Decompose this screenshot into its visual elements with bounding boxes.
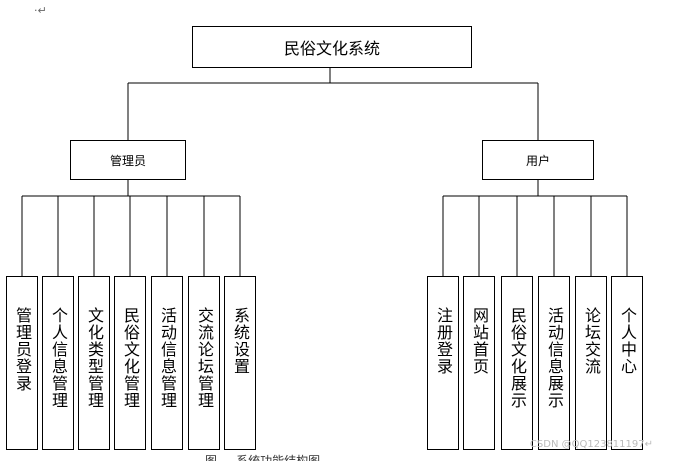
user-child-label: 论坛交流 xyxy=(582,307,601,375)
user-label: 用户 xyxy=(525,153,550,168)
user-child-node: 活动信息展示 xyxy=(538,276,570,450)
user-child-label: 网站首页 xyxy=(470,307,489,375)
admin-child-label: 系统设置 xyxy=(231,307,250,375)
admin-child-label: 文化类型管理 xyxy=(85,307,104,409)
watermark-text: CSDN @QQ123811197↵ xyxy=(529,439,653,450)
admin-child-node: 交流论坛管理 xyxy=(188,276,220,450)
admin-child-node: 管理员登录 xyxy=(6,276,38,450)
user-child-node: 个人中心 xyxy=(611,276,643,450)
admin-child-label: 活动信息管理 xyxy=(158,307,177,409)
admin-child-label: 交流论坛管理 xyxy=(195,307,214,409)
admin-child-label: 民俗文化管理 xyxy=(121,307,140,409)
admin-child-label: 管理员登录 xyxy=(13,307,32,392)
admin-node: 管理员 xyxy=(70,140,186,180)
user-child-label: 注册登录 xyxy=(434,307,453,375)
admin-label: 管理员 xyxy=(109,153,146,168)
user-child-node: 论坛交流 xyxy=(575,276,607,450)
admin-child-label: 个人信息管理 xyxy=(49,307,68,409)
root-node: 民俗文化系统 xyxy=(192,26,472,68)
admin-child-node: 民俗文化管理 xyxy=(114,276,146,450)
root-label: 民俗文化系统 xyxy=(283,39,380,58)
admin-child-node: 文化类型管理 xyxy=(78,276,110,450)
admin-child-node: 系统设置 xyxy=(224,276,256,450)
admin-child-node: 个人信息管理 xyxy=(42,276,74,450)
figure-caption: 图 ... 系统功能结构图 xyxy=(205,454,321,461)
user-child-node: 网站首页 xyxy=(463,276,495,450)
user-child-label: 民俗文化展示 xyxy=(508,307,527,409)
user-child-node: 民俗文化展示 xyxy=(501,276,533,450)
user-node: 用户 xyxy=(482,140,594,180)
paragraph-mark: ·↵ xyxy=(34,4,47,17)
admin-child-node: 活动信息管理 xyxy=(151,276,183,450)
user-child-label: 活动信息展示 xyxy=(545,307,564,409)
user-child-node: 注册登录 xyxy=(427,276,459,450)
user-child-label: 个人中心 xyxy=(618,307,637,375)
